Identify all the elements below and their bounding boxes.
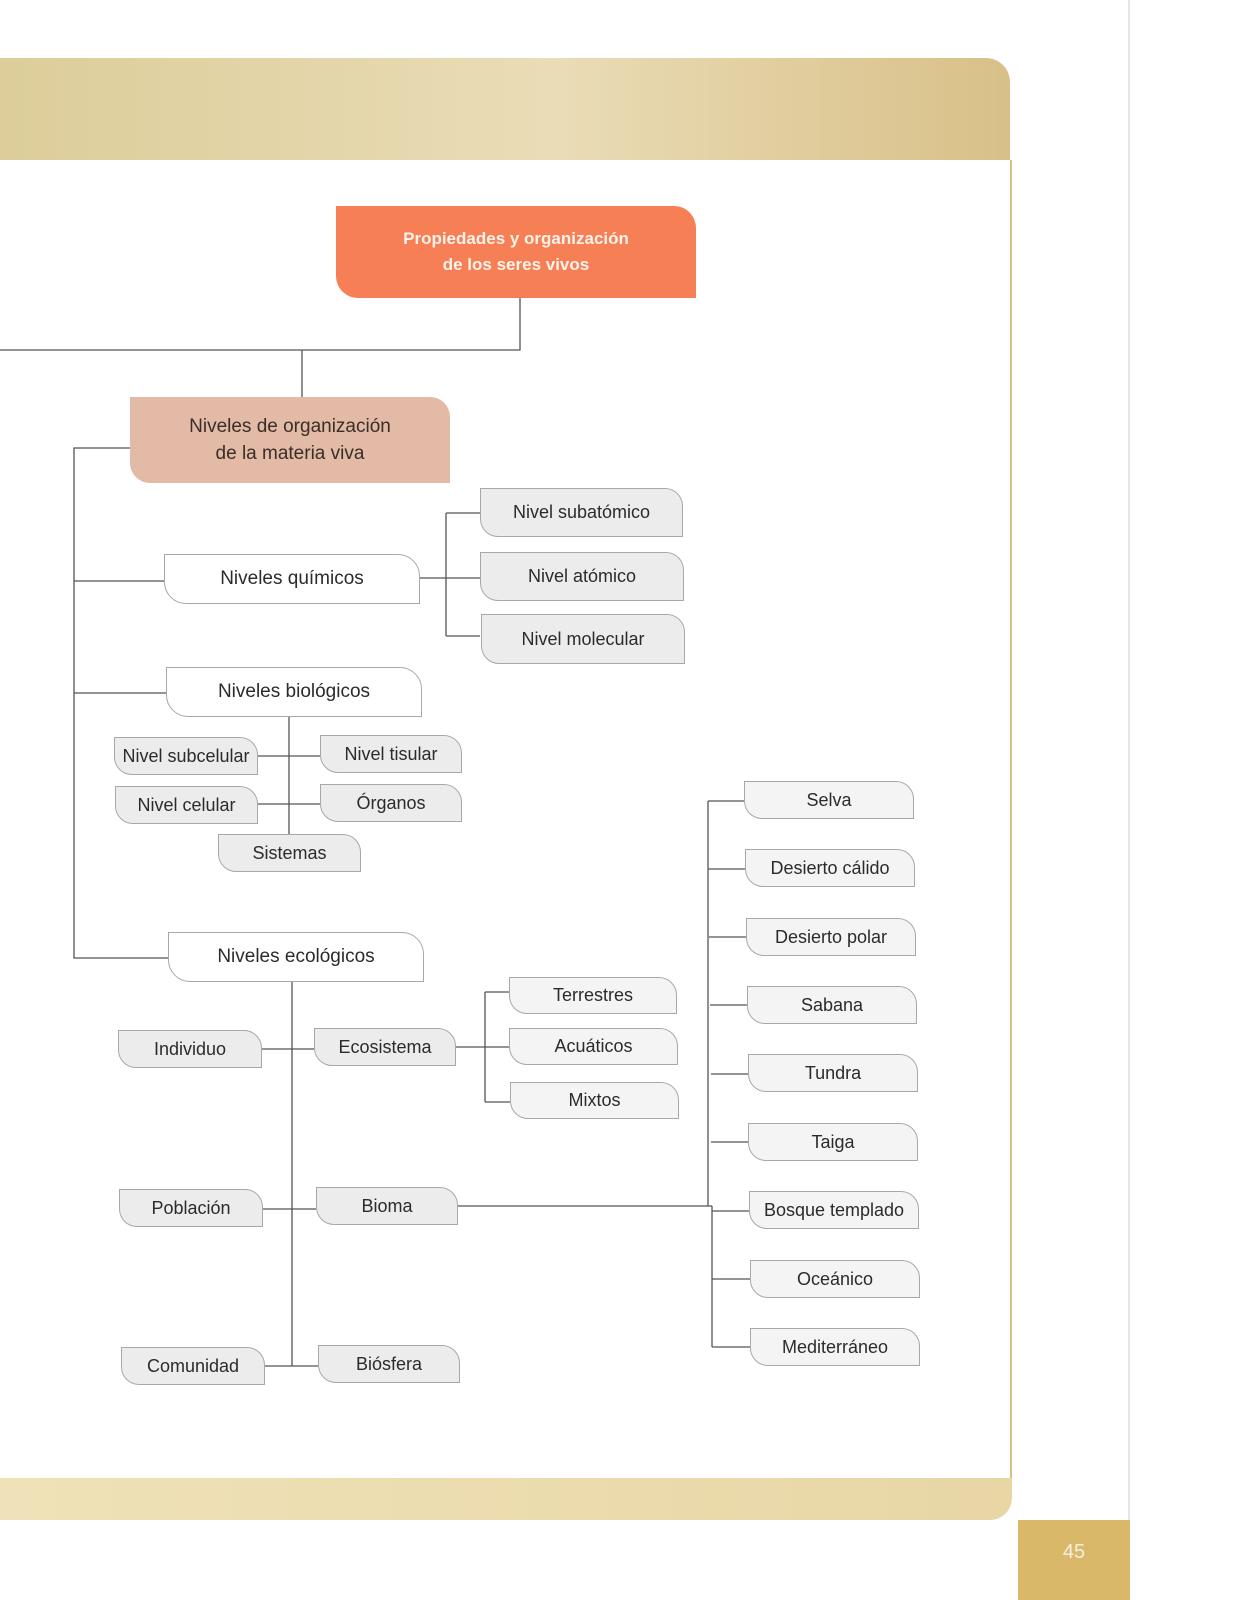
systems-node: Sistemas (218, 834, 361, 872)
page-edge (1128, 0, 1130, 1600)
subcellular-level-node: Nivel subcelular (114, 737, 258, 775)
connector-biologicos (258, 717, 320, 834)
organs-node: Órganos (320, 784, 462, 822)
population-node: Población (119, 1189, 263, 1227)
ecological-levels-node: Niveles ecológicos (168, 932, 424, 982)
biome-item: Sabana (747, 986, 917, 1024)
biome-item: Bosque templado (749, 1191, 919, 1229)
organization-levels-node: Niveles de organización de la materia vi… (130, 397, 450, 483)
biome-item: Taiga (748, 1123, 918, 1161)
biome-item: Desierto polar (746, 918, 916, 956)
connector-root (0, 298, 521, 398)
connector-quimicos (420, 512, 480, 637)
biosphere-node: Biósfera (318, 1345, 460, 1383)
individual-node: Individuo (118, 1030, 262, 1068)
ecosystem-node: Ecosistema (314, 1028, 456, 1066)
chemical-levels-node: Niveles químicos (164, 554, 420, 604)
header-band (0, 58, 1010, 166)
biome-item: Oceánico (750, 1260, 920, 1298)
connector-main-spine (73, 447, 168, 959)
biological-levels-node: Niveles biológicos (166, 667, 422, 717)
root-node: Propiedades y organización de los seres … (336, 206, 696, 298)
connector-bioma (458, 800, 750, 1348)
community-node: Comunidad (121, 1347, 265, 1385)
biome-item: Tundra (748, 1054, 918, 1092)
molecular-level-node: Nivel molecular (481, 614, 685, 664)
connector-ecologicos (262, 982, 318, 1367)
atomic-level-node: Nivel atómico (480, 552, 684, 601)
subatomic-level-node: Nivel subatómico (480, 488, 683, 537)
mixed-node: Mixtos (510, 1082, 679, 1119)
cellular-level-node: Nivel celular (115, 786, 258, 824)
connector-ecosistema (456, 991, 510, 1103)
biome-node: Bioma (316, 1187, 458, 1225)
footer-band (0, 1478, 1012, 1520)
page-number: 45 (1018, 1520, 1130, 1600)
biome-item: Desierto cálido (745, 849, 915, 887)
aquatic-node: Acuáticos (509, 1028, 678, 1065)
biome-item: Selva (744, 781, 914, 819)
tissue-level-node: Nivel tisular (320, 735, 462, 773)
terrestrial-node: Terrestres (509, 977, 677, 1014)
biome-item: Mediterráneo (750, 1328, 920, 1366)
